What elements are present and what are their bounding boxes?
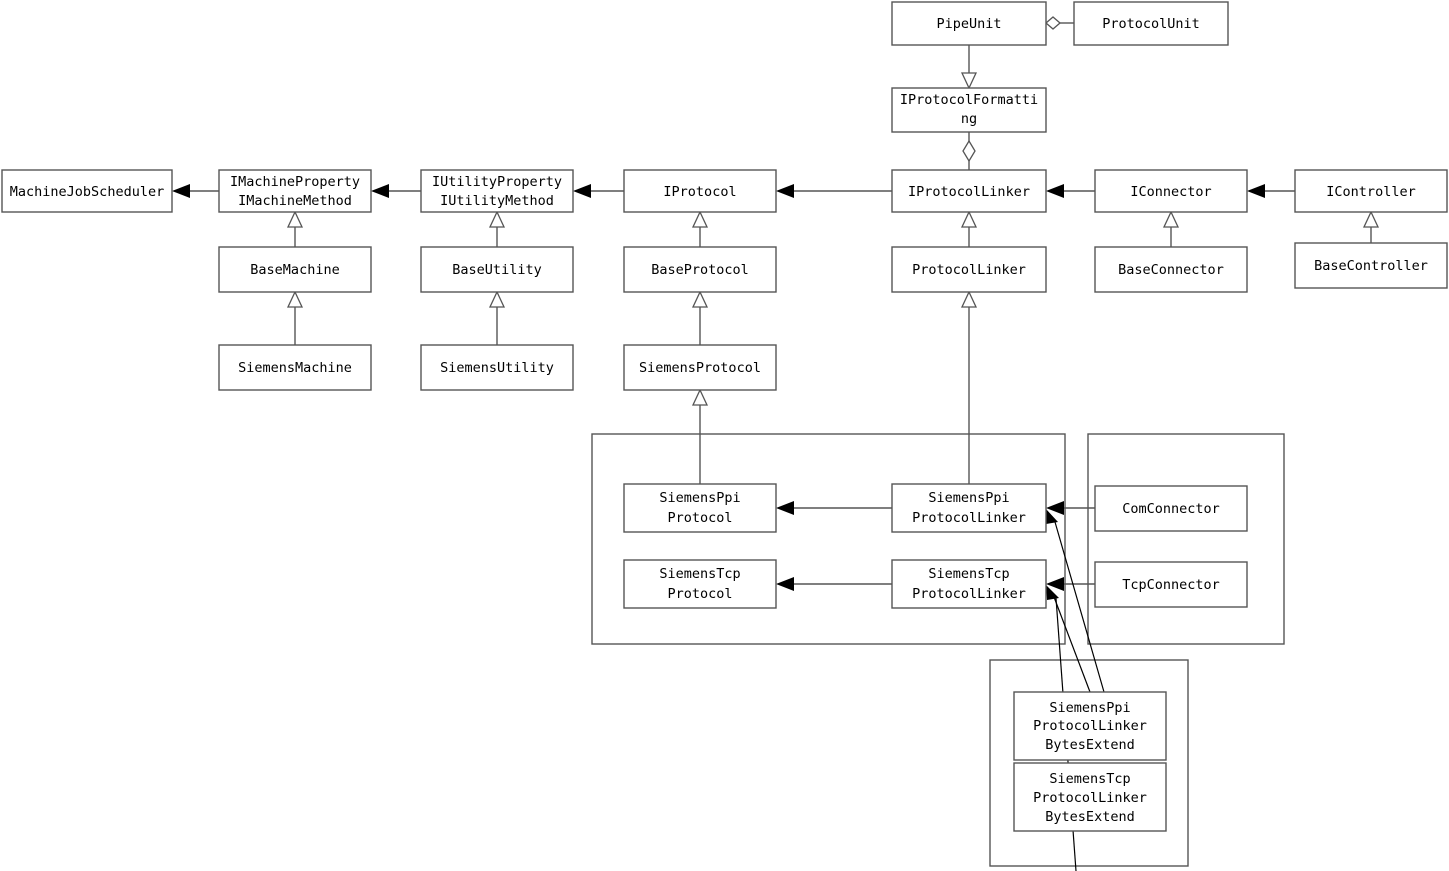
node-siemens-ppi-protocol-linker[interactable]: SiemensPpi ProtocolLinker	[891, 483, 1047, 533]
node-label-siemens-machine: SiemensMachine	[238, 360, 352, 376]
edge-baseutility-impl	[488, 210, 506, 247]
node-label-iprotocol-formatting-line2: ng	[961, 111, 977, 127]
node-label-base-machine: BaseMachine	[250, 262, 339, 278]
node-icontroller[interactable]: IController	[1294, 169, 1448, 213]
node-label-siemens-ppi-protocol-linker-line1: SiemensPpi	[928, 490, 1009, 506]
edge-iprotocol-to-iutility	[573, 184, 624, 198]
node-label-imachine-property-line2: IMachineMethod	[238, 193, 352, 209]
edge-icontroller-to-iconnector	[1247, 184, 1295, 198]
group-connector-implementations	[1087, 433, 1285, 645]
node-label-ppi-bytes-extend-line1: SiemensPpi	[1049, 700, 1130, 716]
edge-iprotocollinker-to-iprotocol	[776, 184, 892, 198]
node-label-base-connector: BaseConnector	[1118, 262, 1224, 278]
edge-ppilinker-to-ppiprotocol	[776, 501, 892, 515]
node-label-tcp-bytes-extend-line3: BytesExtend	[1045, 809, 1134, 825]
edge-ppibytesextend-to-ppilinker	[1046, 509, 1105, 693]
node-protocol-linker[interactable]: ProtocolLinker	[891, 246, 1047, 293]
node-label-iprotocol: IProtocol	[663, 184, 736, 200]
edge-protocollinker-impl	[960, 210, 978, 247]
edge-imachine-to-scheduler	[172, 184, 219, 198]
node-siemens-machine[interactable]: SiemensMachine	[218, 344, 372, 391]
edge-basemachine-impl	[286, 210, 304, 247]
node-label-iprotocol-linker: IProtocolLinker	[908, 184, 1030, 200]
node-base-protocol[interactable]: BaseProtocol	[623, 246, 777, 293]
node-label-protocol-unit: ProtocolUnit	[1102, 16, 1200, 32]
node-imachine-property[interactable]: IMachineProperty IMachineMethod	[218, 169, 372, 213]
node-label-base-utility: BaseUtility	[452, 262, 541, 278]
group-bytes-extend-implementations	[989, 659, 1189, 867]
edges	[172, 16, 1380, 871]
edge-basecontroller-impl	[1362, 210, 1380, 243]
edge-iprotocolformatting-aggregates-iprotocollinker	[962, 132, 976, 170]
edge-iconnector-to-iprotocollinker	[1046, 184, 1095, 198]
node-label-ppi-bytes-extend-line3: BytesExtend	[1045, 737, 1134, 753]
node-label-icontroller: IController	[1326, 184, 1415, 200]
node-base-machine[interactable]: BaseMachine	[218, 246, 372, 293]
node-base-controller[interactable]: BaseController	[1294, 242, 1448, 289]
edge-ppibytesextend-secondary	[1053, 596, 1091, 693]
node-label-siemens-tcp-protocol-linker-line1: SiemensTcp	[928, 566, 1009, 582]
node-pipe-unit[interactable]: PipeUnit	[891, 1, 1047, 46]
edge-baseprotocol-impl	[691, 210, 709, 247]
node-label-iprotocol-formatting-line1: IProtocolFormatti	[900, 92, 1038, 108]
edge-siemensppiprotocol-ext	[691, 388, 709, 484]
node-iutility-property[interactable]: IUtilityProperty IUtilityMethod	[420, 169, 574, 213]
node-label-machine-job-scheduler: MachineJobScheduler	[10, 184, 164, 200]
edge-comconnector-to-ppilinker	[1046, 501, 1095, 515]
node-label-imachine-property-line1: IMachineProperty	[230, 174, 360, 190]
node-label-protocol-linker: ProtocolLinker	[912, 262, 1026, 278]
node-siemens-tcp-protocol-linker[interactable]: SiemensTcp ProtocolLinker	[891, 559, 1047, 609]
node-label-iconnector: IConnector	[1130, 184, 1211, 200]
edge-siemensmachine-ext	[286, 290, 304, 345]
node-base-utility[interactable]: BaseUtility	[420, 246, 574, 293]
node-label-tcp-bytes-extend-line2: ProtocolLinker	[1033, 790, 1147, 806]
group-containers	[591, 433, 1285, 867]
node-label-ppi-bytes-extend-line2: ProtocolLinker	[1033, 718, 1147, 734]
node-label-base-controller: BaseController	[1314, 258, 1428, 274]
edge-tcpconnector-to-tcplinker	[1046, 577, 1095, 591]
node-label-base-protocol: BaseProtocol	[651, 262, 749, 278]
node-label-siemens-protocol: SiemensProtocol	[639, 360, 761, 376]
node-siemens-ppi-protocol[interactable]: SiemensPpi Protocol	[623, 483, 777, 533]
node-label-siemens-ppi-protocol-line1: SiemensPpi	[659, 490, 740, 506]
edge-siemensprotocol-ext	[691, 290, 709, 345]
edge-siemensutility-ext	[488, 290, 506, 345]
edge-iutility-to-imachine	[371, 184, 421, 198]
node-iprotocol-linker[interactable]: IProtocolLinker	[891, 169, 1047, 213]
node-siemens-tcp-protocol[interactable]: SiemensTcp Protocol	[623, 559, 777, 609]
node-siemens-tcp-protocol-linker-bytes-extend[interactable]: SiemensTcp ProtocolLinker BytesExtend	[1013, 762, 1167, 832]
node-iprotocol-formatting[interactable]: IProtocolFormatti ng	[891, 87, 1047, 133]
node-label-com-connector: ComConnector	[1122, 501, 1220, 517]
node-com-connector[interactable]: ComConnector	[1094, 485, 1248, 532]
node-label-tcp-connector: TcpConnector	[1122, 577, 1220, 593]
node-label-siemens-tcp-protocol-line2: Protocol	[667, 586, 732, 602]
node-label-siemens-ppi-protocol-linker-line2: ProtocolLinker	[912, 510, 1026, 526]
node-base-connector[interactable]: BaseConnector	[1094, 246, 1248, 293]
node-iconnector[interactable]: IConnector	[1094, 169, 1248, 213]
node-label-siemens-tcp-protocol-line1: SiemensTcp	[659, 566, 740, 582]
node-label-tcp-bytes-extend-line1: SiemensTcp	[1049, 771, 1130, 787]
group-siemens-protocol-implementations	[591, 433, 1066, 645]
node-label-siemens-utility: SiemensUtility	[440, 360, 554, 376]
node-label-siemens-tcp-protocol-linker-line2: ProtocolLinker	[912, 586, 1026, 602]
edge-pipeunit-aggregates-protocolunit	[1045, 16, 1074, 30]
node-label-iutility-property-line1: IUtilityProperty	[432, 174, 562, 190]
node-machine-job-scheduler[interactable]: MachineJobScheduler	[1, 169, 173, 213]
edge-baseconnector-impl	[1162, 210, 1180, 247]
node-siemens-utility[interactable]: SiemensUtility	[420, 344, 574, 391]
node-protocol-unit[interactable]: ProtocolUnit	[1073, 1, 1229, 46]
node-label-pipe-unit: PipeUnit	[936, 16, 1001, 32]
node-tcp-connector[interactable]: TcpConnector	[1094, 561, 1248, 608]
node-siemens-protocol[interactable]: SiemensProtocol	[623, 344, 777, 391]
edge-siemensppilinker-ext	[960, 290, 978, 484]
node-siemens-ppi-protocol-linker-bytes-extend[interactable]: SiemensPpi ProtocolLinker BytesExtend	[1013, 691, 1167, 761]
node-iprotocol[interactable]: IProtocol	[623, 169, 777, 213]
node-label-iutility-property-line2: IUtilityMethod	[440, 193, 554, 209]
edge-tcplinker-to-tcpprotocol	[776, 577, 892, 591]
edge-pipeunit-impl-iprotocolformatting	[960, 45, 978, 90]
nodes: MachineJobScheduler IMachineProperty IMa…	[1, 1, 1448, 832]
node-label-siemens-ppi-protocol-line2: Protocol	[667, 510, 732, 526]
